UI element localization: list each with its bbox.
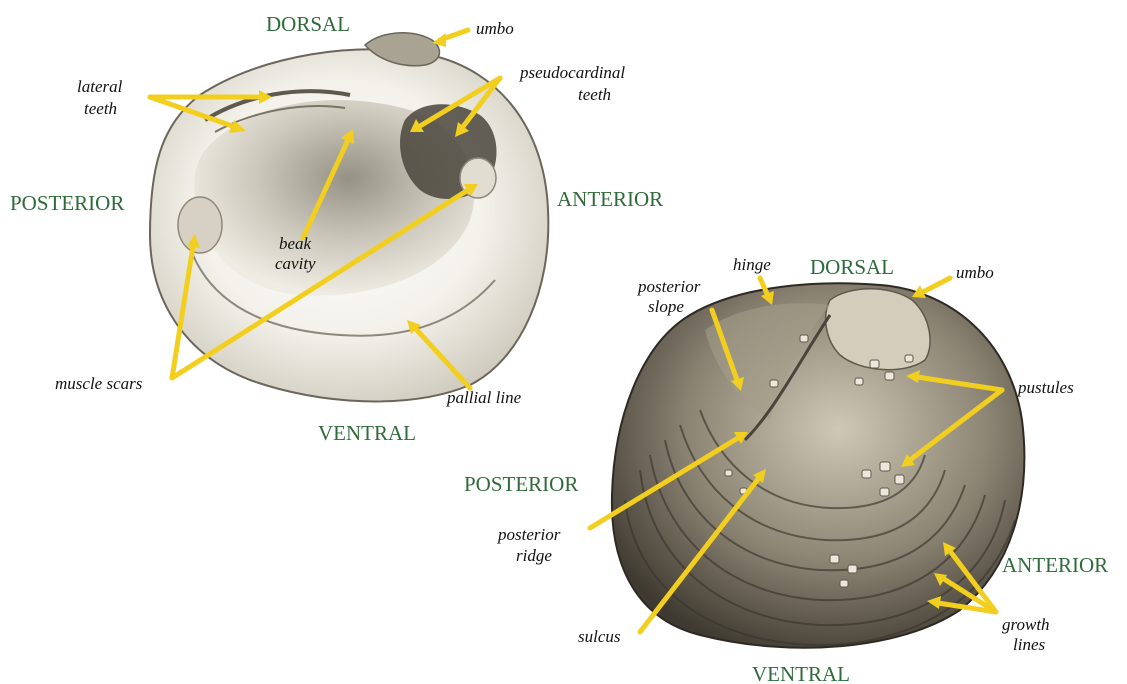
lateral-teeth-label-line2: teeth <box>84 99 117 118</box>
interior-umbo-label: umbo <box>476 19 514 38</box>
exterior-anterior-label: ANTERIOR <box>1002 553 1108 577</box>
lateral-teeth-label-line1: lateral <box>77 77 123 96</box>
sulcus-label: sulcus <box>578 627 621 646</box>
posterior-muscle-scar <box>178 197 222 253</box>
posterior-slope-label-line1: posterior <box>637 277 701 296</box>
posterior-ridge-label-line1: posterior <box>497 525 561 544</box>
growth-lines-label-line1: growth <box>1002 615 1050 634</box>
exterior-posterior-label: POSTERIOR <box>464 472 578 496</box>
interior-anterior-label: ANTERIOR <box>557 187 663 211</box>
beak-cavity-label-line2: cavity <box>275 254 316 273</box>
arrow-umbo-right <box>921 278 950 293</box>
hinge-label: hinge <box>733 255 771 274</box>
posterior-slope-label-line2: slope <box>648 297 684 316</box>
pseudocardinal-teeth-label-line1: pseudocardinal <box>519 63 625 82</box>
exterior-dorsal-label: DORSAL <box>810 255 894 279</box>
exterior-ventral-label: VENTRAL <box>752 662 850 684</box>
pseudocardinal-teeth-label-line2: teeth <box>578 85 611 104</box>
interior-valve <box>150 33 548 402</box>
interior-dorsal-label: DORSAL <box>266 12 350 36</box>
beak-cavity-label-line1: beak <box>279 234 312 253</box>
pustules-label: pustules <box>1017 378 1074 397</box>
muscle-scars-label: muscle scars <box>55 374 143 393</box>
growth-lines-label-line2: lines <box>1013 635 1045 654</box>
interior-ventral-label: VENTRAL <box>318 421 416 445</box>
exterior-umbo-label: umbo <box>956 263 994 282</box>
pallial-line-label: pallial line <box>446 388 522 407</box>
interior-posterior-label: POSTERIOR <box>10 191 124 215</box>
posterior-ridge-label-line2: ridge <box>516 546 552 565</box>
